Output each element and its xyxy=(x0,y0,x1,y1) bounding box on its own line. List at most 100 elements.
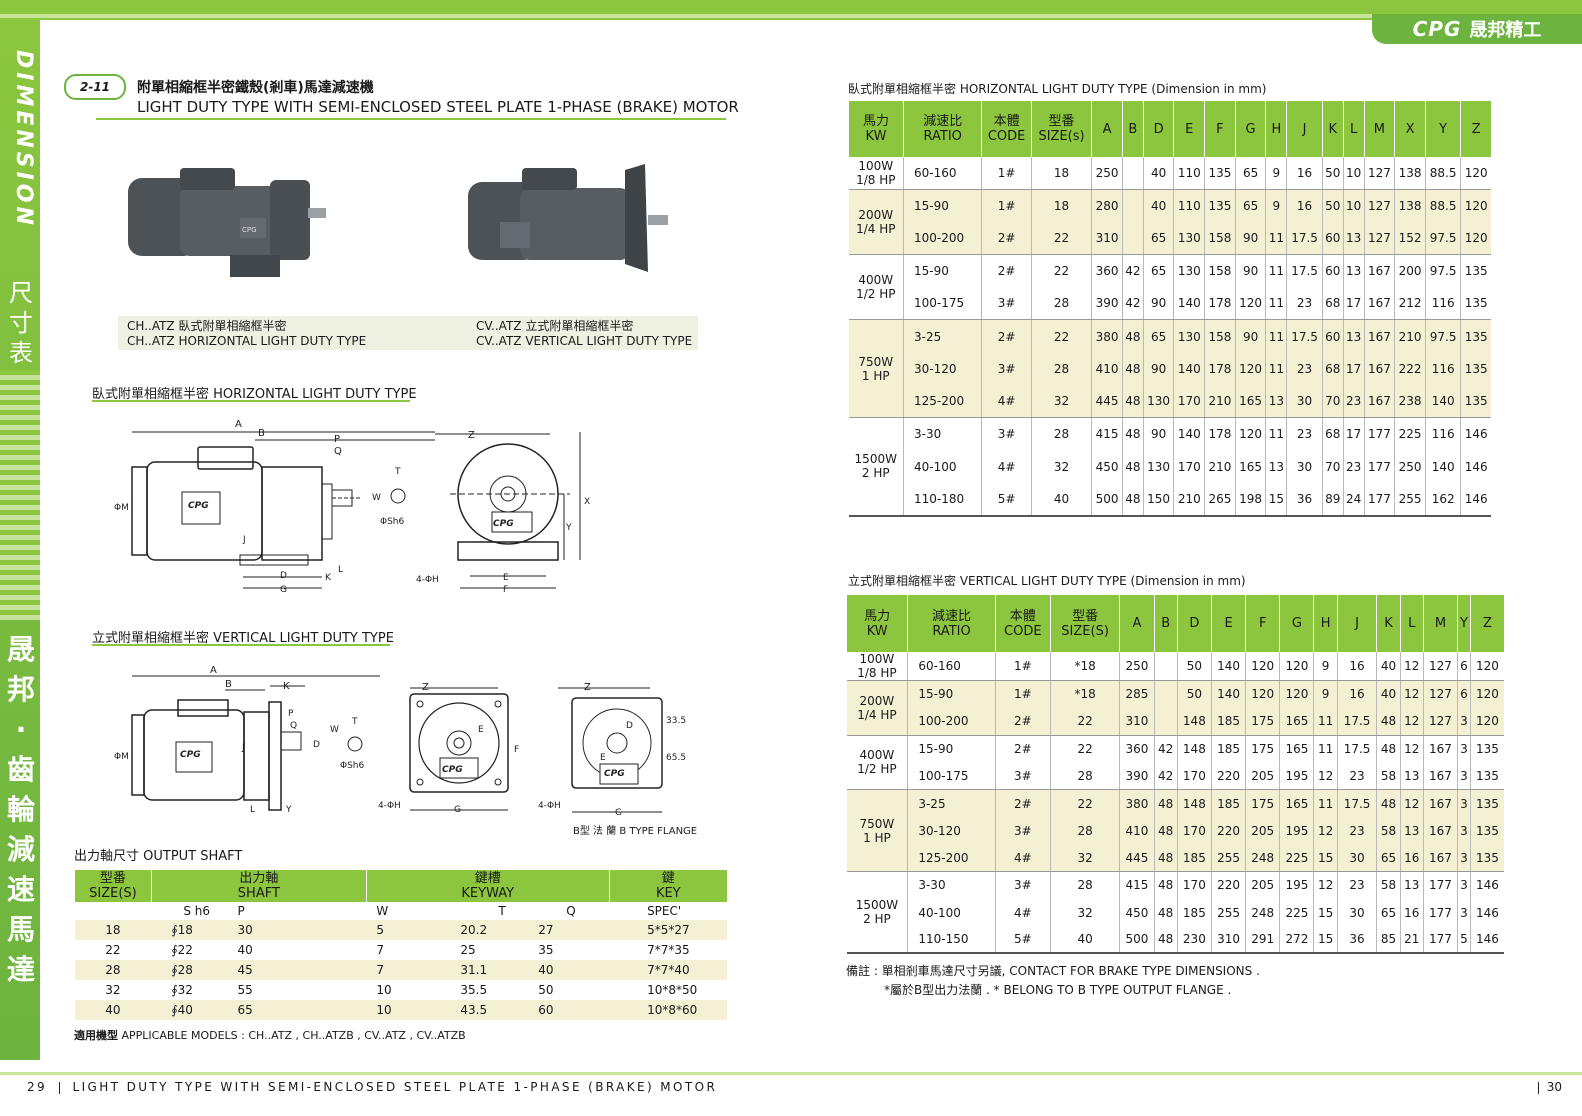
table-header: G xyxy=(1234,101,1266,157)
table-header: Y xyxy=(1424,101,1461,157)
dim-label-q: Q xyxy=(334,446,342,457)
table-cell: 178 xyxy=(1204,287,1236,321)
table-cell: ∮40 xyxy=(151,1000,228,1020)
table-cell: 31.1 xyxy=(450,960,529,980)
table-cell: 110 xyxy=(1173,157,1205,191)
table-cell: 11 xyxy=(1265,319,1287,353)
dim-label-p: P xyxy=(334,434,340,445)
table-cell: 127 xyxy=(1363,189,1395,223)
table-header: H xyxy=(1265,101,1287,157)
table-cell: 36 xyxy=(1286,482,1323,517)
section-rule xyxy=(96,118,726,120)
brand-name: 晟邦精工 xyxy=(1469,20,1542,41)
table-cell: 23 xyxy=(1342,385,1365,419)
table-cell: 140 xyxy=(1424,450,1461,483)
table-cell: 360 xyxy=(1091,254,1123,288)
table-cell: 248 xyxy=(1245,844,1280,873)
table-cell: 43.5 xyxy=(450,1000,529,1020)
table-cell: 3# xyxy=(981,352,1032,386)
table-header: K xyxy=(1321,101,1344,157)
table-cell: 90 xyxy=(1234,254,1266,288)
table-cell: 152 xyxy=(1394,222,1426,256)
table-cell: 116 xyxy=(1424,352,1461,386)
brand-tab: CPG 晟邦精工 xyxy=(1372,14,1582,44)
table-cell: 16 xyxy=(1336,680,1377,708)
table-cell: 65 xyxy=(227,1000,367,1020)
table-cell: 40 xyxy=(1030,482,1092,517)
table-cell: 13 xyxy=(1342,319,1365,353)
b-flange-label: B型 法 蘭 B TYPE FLANGE xyxy=(573,826,698,837)
vertical-motor-photo xyxy=(468,164,668,272)
section-title-cn: 附單相縮框半密鐵殼(剎車)馬達減速機 xyxy=(137,80,374,96)
table-cell: 5# xyxy=(981,482,1032,517)
table-cell: 2# xyxy=(994,735,1051,763)
table-header: D xyxy=(1142,101,1174,157)
table-cell: 135 xyxy=(1469,844,1504,873)
table-cell: 23 xyxy=(1286,287,1323,321)
table-cell: 127 xyxy=(1422,680,1458,708)
table-cell: 500 xyxy=(1091,482,1123,517)
table-cell: 65 xyxy=(1142,222,1174,256)
table-cell: 68 xyxy=(1321,352,1344,386)
v-dim-label-q: Q xyxy=(290,721,297,731)
table-cell: 30 xyxy=(1336,898,1377,927)
table-cell: 3-25 xyxy=(903,319,982,353)
dim-label-z: Z xyxy=(468,430,475,441)
brand-logo: CPG xyxy=(1412,17,1462,41)
table-cell: 6 xyxy=(1457,680,1471,708)
table-header: M xyxy=(1422,595,1458,652)
v-drawing-logo-front: CPG xyxy=(442,765,463,775)
dim-label-a: A xyxy=(235,419,242,430)
table-cell: 360 xyxy=(1119,735,1155,763)
table-cell: 17.5 xyxy=(1286,319,1323,353)
table-cell: 32 xyxy=(1049,844,1120,873)
table-cell: 30 xyxy=(1286,450,1323,483)
table-cell: 450 xyxy=(1091,450,1123,483)
table-cell: 238 xyxy=(1394,385,1426,419)
table-cell: 40 xyxy=(1142,189,1174,223)
table-cell: 13 xyxy=(1399,816,1424,845)
table-cell: 185 xyxy=(1210,735,1246,763)
table-cell: 12 xyxy=(1399,789,1424,817)
table-cell: 65 xyxy=(1376,844,1401,873)
v-dim-label-p: P xyxy=(288,709,294,719)
table-cell: 248 xyxy=(1245,898,1280,927)
svg-text:CPG: CPG xyxy=(242,226,257,234)
table-cell: 130 xyxy=(1173,319,1205,353)
table-cell: 7 xyxy=(366,960,451,980)
table-cell: *18 xyxy=(1049,652,1120,681)
table-cell: 27 xyxy=(528,920,610,940)
table-cell: 110-180 xyxy=(903,482,982,517)
table-cell: 55 xyxy=(237,983,253,997)
table-cell: 170 xyxy=(1176,816,1212,845)
table-header: D xyxy=(1176,595,1212,652)
table-cell: 2# xyxy=(994,789,1051,817)
table-cell: 167 xyxy=(1363,352,1395,386)
table-cell: 210 xyxy=(1204,450,1236,483)
table-cell: 50 xyxy=(1176,652,1212,681)
table-header: Z xyxy=(1460,101,1491,157)
table-cell: 32 xyxy=(1049,898,1120,927)
table-cell: 135 xyxy=(1469,762,1504,791)
table-cell: 88.5 xyxy=(1424,189,1461,223)
table-cell: 40 xyxy=(528,960,610,980)
table-cell: 167 xyxy=(1363,385,1395,419)
v-dim-label-z: Z xyxy=(422,682,429,693)
table-cell: 120 xyxy=(1234,352,1266,386)
table-cell: 135 xyxy=(1204,157,1236,191)
table-cell: 140 xyxy=(1173,287,1205,321)
table-cell: 167 xyxy=(1422,762,1458,791)
subtitle-horizontal-rule xyxy=(92,400,410,402)
table-cell: 3# xyxy=(994,816,1051,845)
table-cell: 165 xyxy=(1234,385,1266,419)
table-cell: 40 xyxy=(237,943,253,957)
